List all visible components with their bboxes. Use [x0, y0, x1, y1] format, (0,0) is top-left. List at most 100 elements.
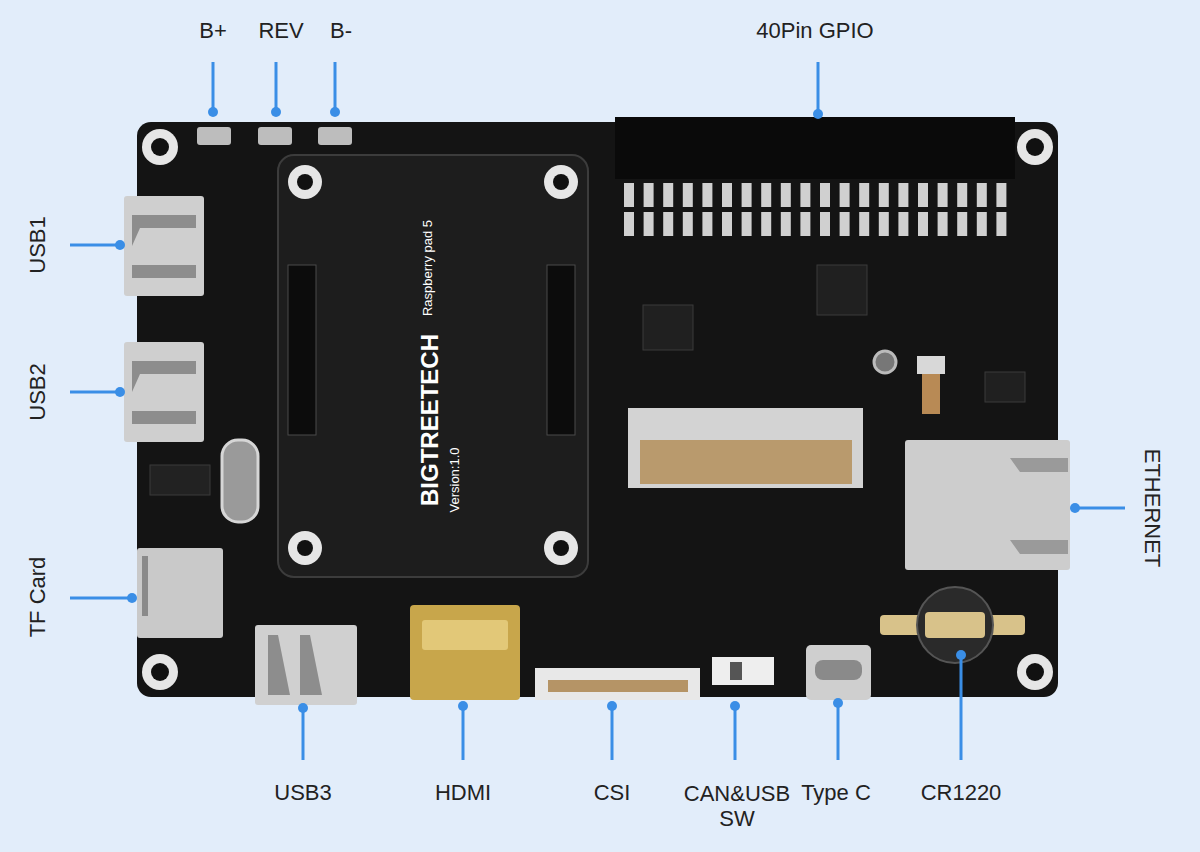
- board-part: [553, 540, 569, 556]
- board-part: [985, 372, 1025, 402]
- board-part: [70, 244, 118, 247]
- board-part: [132, 361, 196, 424]
- part-label: CAN&USB SW: [677, 781, 797, 832]
- board-part: [938, 212, 948, 236]
- board-part: [302, 710, 305, 760]
- board-part: [628, 408, 863, 488]
- board-part: [742, 183, 752, 207]
- board-part: [124, 196, 204, 296]
- board-part: [977, 183, 987, 207]
- part-label: 40Pin GPIO: [756, 18, 873, 43]
- board-part: [548, 680, 688, 692]
- board-part: [115, 387, 125, 397]
- board-part: [683, 183, 693, 207]
- board-part: [624, 183, 634, 207]
- board-part: [730, 662, 742, 680]
- board-part: [1026, 138, 1044, 156]
- board-part: [142, 556, 148, 616]
- board-part: [615, 117, 1015, 179]
- board-part: [70, 62, 1125, 760]
- board-part: [297, 174, 313, 190]
- part-label: Type C: [801, 780, 871, 805]
- board-print: BIGTREETECH: [416, 334, 444, 506]
- board-part: [781, 183, 791, 207]
- board-part: [607, 701, 617, 711]
- board-part: [288, 531, 322, 565]
- part-label: REV: [258, 18, 303, 43]
- board-part: [734, 708, 737, 760]
- board-part: [898, 212, 908, 236]
- board-part: [458, 701, 468, 711]
- board-part: [115, 240, 125, 250]
- board-part: [977, 212, 987, 236]
- board-part: [278, 155, 588, 577]
- board-part: [837, 705, 840, 760]
- board-part: [702, 212, 712, 236]
- board-part: [996, 212, 1006, 236]
- board-part: [611, 708, 614, 760]
- board-part: [410, 605, 520, 700]
- board-part: [624, 212, 634, 236]
- board-part: [663, 183, 673, 207]
- board-part: [544, 531, 578, 565]
- board-part: [817, 62, 820, 112]
- board-part: [644, 212, 654, 236]
- board-part: [722, 212, 732, 236]
- board-part: [644, 183, 654, 207]
- board-part: [996, 183, 1006, 207]
- board-part: [833, 698, 843, 708]
- board-part: [840, 212, 850, 236]
- board-part: [898, 183, 908, 207]
- board-part: [288, 265, 316, 435]
- board-part: [1017, 654, 1053, 690]
- board-part: [840, 183, 850, 207]
- board-part: [298, 703, 308, 713]
- board-part: [258, 127, 292, 145]
- board-part: [255, 625, 357, 705]
- part-label: USB3: [274, 780, 331, 805]
- board-part: [859, 183, 869, 207]
- board-part: [815, 660, 862, 680]
- board-part: [800, 183, 810, 207]
- board-part: [817, 265, 867, 315]
- board-part: [917, 356, 945, 374]
- board-part: [820, 183, 830, 207]
- board-part: [132, 215, 196, 278]
- board-print: Version:1.0: [448, 447, 463, 512]
- board-part: [960, 655, 963, 760]
- board-part: [142, 654, 178, 690]
- board-part: [544, 165, 578, 199]
- board-part: [151, 663, 169, 681]
- board-part: [761, 212, 771, 236]
- board-part: [683, 212, 693, 236]
- board-part: [208, 107, 218, 117]
- board-part: [70, 597, 130, 600]
- board-part: [271, 107, 281, 117]
- board-part: [781, 212, 791, 236]
- board-part: [712, 657, 774, 685]
- part-label: USB1: [25, 216, 50, 273]
- board-part: [879, 183, 889, 207]
- board-part: [268, 635, 322, 695]
- board-part: [800, 212, 810, 236]
- board-part: [905, 440, 1070, 570]
- board-part: [137, 122, 1058, 697]
- board-part: [297, 540, 313, 556]
- board-part: [318, 127, 352, 145]
- board-part: [938, 183, 948, 207]
- board-part: [663, 212, 673, 236]
- board-part: [70, 391, 118, 394]
- board-part: [742, 212, 752, 236]
- board-part: [150, 465, 210, 495]
- board-part: [820, 212, 830, 236]
- board-part: [918, 183, 928, 207]
- board-part: [212, 62, 215, 110]
- board-part: [640, 440, 852, 484]
- part-label: HDMI: [435, 780, 491, 805]
- board-part: [197, 127, 231, 145]
- board-part: [859, 212, 869, 236]
- board-part: [761, 183, 771, 207]
- board-part: [535, 668, 700, 700]
- board-part: [330, 107, 340, 117]
